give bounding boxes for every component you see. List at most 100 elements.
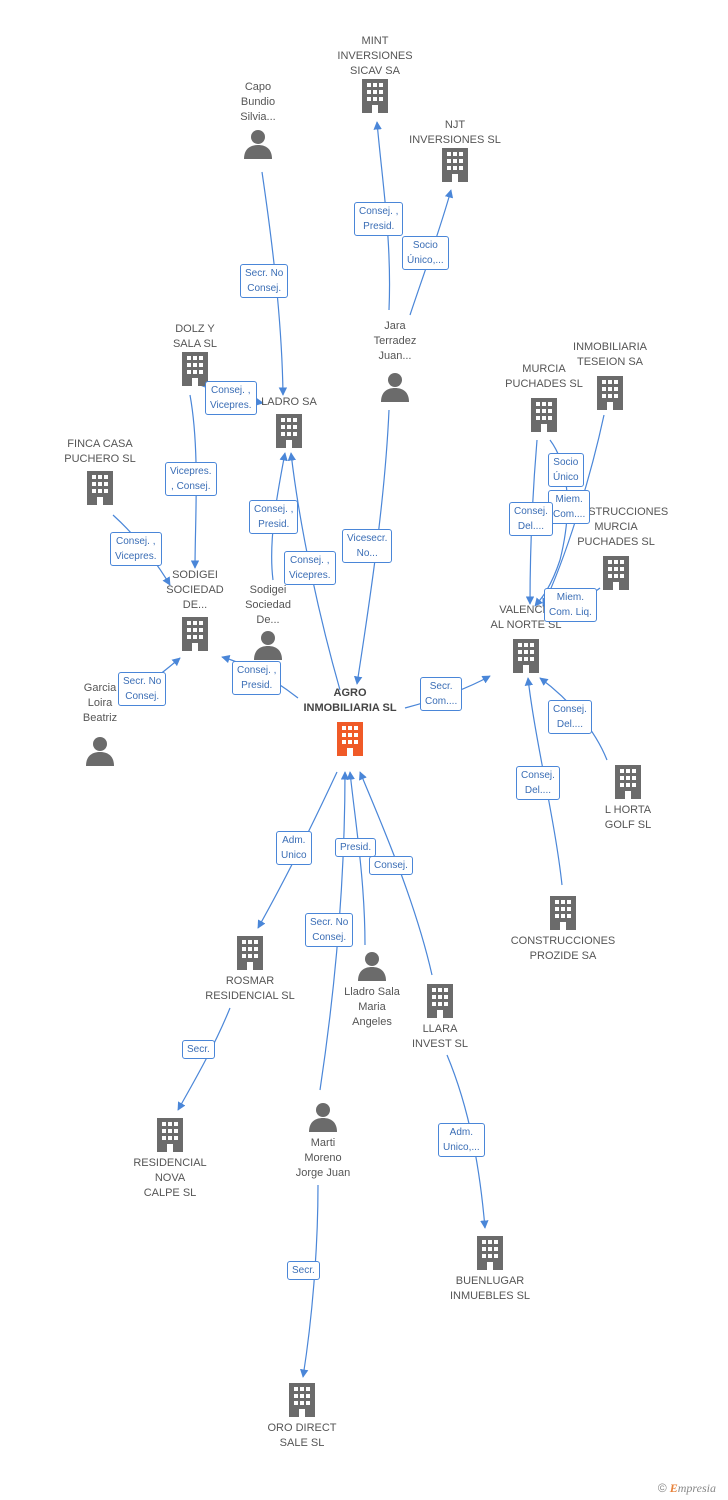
relation-label[interactable]: Consej. <box>369 856 413 875</box>
relation-label[interactable]: Socio Único <box>548 453 584 487</box>
person-node-garcia[interactable]: Garcia Loira Beatriz <box>70 681 130 766</box>
relation-label[interactable]: Consej. Del.... <box>548 700 592 734</box>
person-node-capo[interactable]: Capo Bundio Silvia... <box>218 80 298 159</box>
building-icon <box>547 896 579 930</box>
building-icon <box>594 376 626 410</box>
building-icon <box>600 556 632 590</box>
company-node-dolz[interactable]: DOLZ Y SALA SL <box>150 322 240 386</box>
company-label: BUENLUGAR INMUEBLES SL <box>449 1275 531 1302</box>
company-node-buenlugar[interactable]: BUENLUGAR INMUEBLES SL <box>435 1236 545 1304</box>
company-label: ROSMAR RESIDENCIAL SL <box>205 975 295 1002</box>
edge-rosmar-res <box>177 1007 231 1111</box>
building-icon <box>286 1383 318 1417</box>
person-node-sodigei2[interactable]: Sodigei Sociedad De... <box>228 583 308 660</box>
relation-label[interactable]: Consej. Del.... <box>516 766 560 800</box>
relation-label[interactable]: Secr. Com.... <box>420 677 463 711</box>
relation-label[interactable]: Vicepres. , Consej. <box>165 462 217 496</box>
relation-label[interactable]: Presid. <box>335 838 377 857</box>
person-icon <box>357 951 387 981</box>
company-label: RESIDENCIAL NOVA CALPE SL <box>133 1157 207 1199</box>
building-icon <box>612 765 644 799</box>
building-icon <box>439 148 471 182</box>
person-label: Capo Bundio Silvia... <box>240 81 276 123</box>
brand-initial: E <box>669 1481 678 1495</box>
company-node-valencia[interactable]: VALENCIA AL NORTE SL <box>476 603 576 673</box>
company-label: MURCIA PUCHADES SL <box>505 363 583 390</box>
person-node-marti[interactable]: Marti Moreno Jorge Juan <box>278 1102 368 1181</box>
company-label: ORO DIRECT SALE SL <box>267 1422 337 1449</box>
company-node-sodigei1[interactable]: SODIGEI SOCIEDAD DE... <box>150 568 240 651</box>
person-icon <box>243 129 273 159</box>
relation-label[interactable]: Consej. , Presid. <box>232 661 282 695</box>
company-node-njt[interactable]: NJT INVERSIONES SL <box>400 118 510 182</box>
company-label: DOLZ Y SALA SL <box>172 323 218 350</box>
company-label: LLARA INVEST SL <box>411 1023 469 1050</box>
company-label: MINT INVERSIONES SICAV SA <box>337 35 413 77</box>
company-node-murcia-puchades[interactable]: MURCIA PUCHADES SL <box>494 362 594 432</box>
building-icon <box>510 639 542 673</box>
company-label: VALENCIA AL NORTE SL <box>490 604 562 631</box>
company-node-agro-main[interactable]: AGRO INMOBILIARIA SL <box>290 686 410 756</box>
company-node-finca[interactable]: FINCA CASA PUCHERO SL <box>50 437 150 505</box>
building-icon <box>528 398 560 432</box>
relation-label[interactable]: Secr. <box>287 1261 320 1280</box>
relation-label[interactable]: Consej. , Presid. <box>354 202 404 236</box>
company-label: INMOBILIARIA TESEION SA <box>573 341 647 368</box>
relation-label[interactable]: Consej. , Presid. <box>249 500 299 534</box>
relation-label[interactable]: Secr. <box>182 1040 215 1059</box>
building-icon <box>179 352 211 386</box>
person-icon <box>85 736 115 766</box>
empresia-footer[interactable]: ©Empresia <box>658 1481 716 1496</box>
person-label: Sodigei Sociedad De... <box>245 584 291 626</box>
relation-label[interactable]: Secr. No Consej. <box>118 672 167 706</box>
person-icon <box>380 372 410 402</box>
relation-label[interactable]: Secr. No Consej. <box>305 913 354 947</box>
person-label: Garcia Loira Beatriz <box>82 682 118 724</box>
building-icon <box>359 79 391 113</box>
brand-name: mpresia <box>677 1481 716 1495</box>
company-node-mint[interactable]: MINT INVERSIONES SICAV SA <box>325 34 425 113</box>
person-icon <box>308 1102 338 1132</box>
building-icon-main <box>334 722 366 756</box>
building-icon <box>154 1118 186 1152</box>
building-icon <box>424 984 456 1018</box>
building-icon <box>84 471 116 505</box>
relation-label[interactable]: Socio Único,... <box>402 236 449 270</box>
relation-label[interactable]: Miem. Com.... <box>548 490 591 524</box>
company-node-llara[interactable]: LLARA INVEST SL <box>398 984 482 1052</box>
relation-label[interactable]: Consej. , Vicepres. <box>284 551 336 585</box>
building-icon <box>234 936 266 970</box>
company-node-residencial[interactable]: RESIDENCIAL NOVA CALPE SL <box>120 1118 220 1201</box>
company-label: FINCA CASA PUCHERO SL <box>64 438 136 465</box>
relation-label[interactable]: Adm. Unico,... <box>438 1123 485 1157</box>
person-label: Jara Terradez Juan... <box>373 320 417 362</box>
company-node-ladro[interactable]: LADRO SA <box>244 395 334 448</box>
edge-marti-oro <box>300 1184 319 1378</box>
building-icon <box>273 414 305 448</box>
person-node-jara[interactable]: Jara Terradez Juan... <box>355 319 435 402</box>
company-label: CONSTRUCCIONES PROZIDE SA <box>510 935 616 962</box>
company-label: LADRO SA <box>261 396 317 408</box>
relation-label[interactable]: Consej. , Vicepres. <box>205 381 257 415</box>
relation-label[interactable]: Secr. No Consej. <box>240 264 289 298</box>
relation-label[interactable]: Adm. Unico <box>276 831 312 865</box>
main-company-label: AGRO INMOBILIARIA SL <box>303 687 397 714</box>
person-label: Lladro Sala Maria Angeles <box>344 986 400 1028</box>
company-label: SODIGEI SOCIEDAD DE... <box>166 569 224 611</box>
company-node-oro[interactable]: ORO DIRECT SALE SL <box>256 1383 348 1451</box>
company-node-lhorta[interactable]: L HORTA GOLF SL <box>586 765 670 833</box>
company-label: L HORTA GOLF SL <box>604 804 652 831</box>
person-label: Marti Moreno Jorge Juan <box>295 1137 351 1179</box>
company-node-teseion[interactable]: INMOBILIARIA TESEION SA <box>564 340 656 410</box>
copyright-icon: © <box>657 1481 667 1495</box>
building-icon <box>179 617 211 651</box>
relation-label[interactable]: Miem. Com. Liq. <box>544 588 597 622</box>
relation-label[interactable]: Consej. , Vicepres. <box>110 532 162 566</box>
relation-label[interactable]: Vicesecr. No... <box>342 529 393 563</box>
company-node-prozide[interactable]: CONSTRUCCIONES PROZIDE SA <box>508 896 618 964</box>
person-node-lladro[interactable]: Lladro Sala Maria Angeles <box>330 951 414 1030</box>
relation-label[interactable]: Consej. Del.... <box>509 502 553 536</box>
person-icon <box>253 630 283 660</box>
company-node-rosmar[interactable]: ROSMAR RESIDENCIAL SL <box>195 936 305 1004</box>
building-icon <box>474 1236 506 1270</box>
